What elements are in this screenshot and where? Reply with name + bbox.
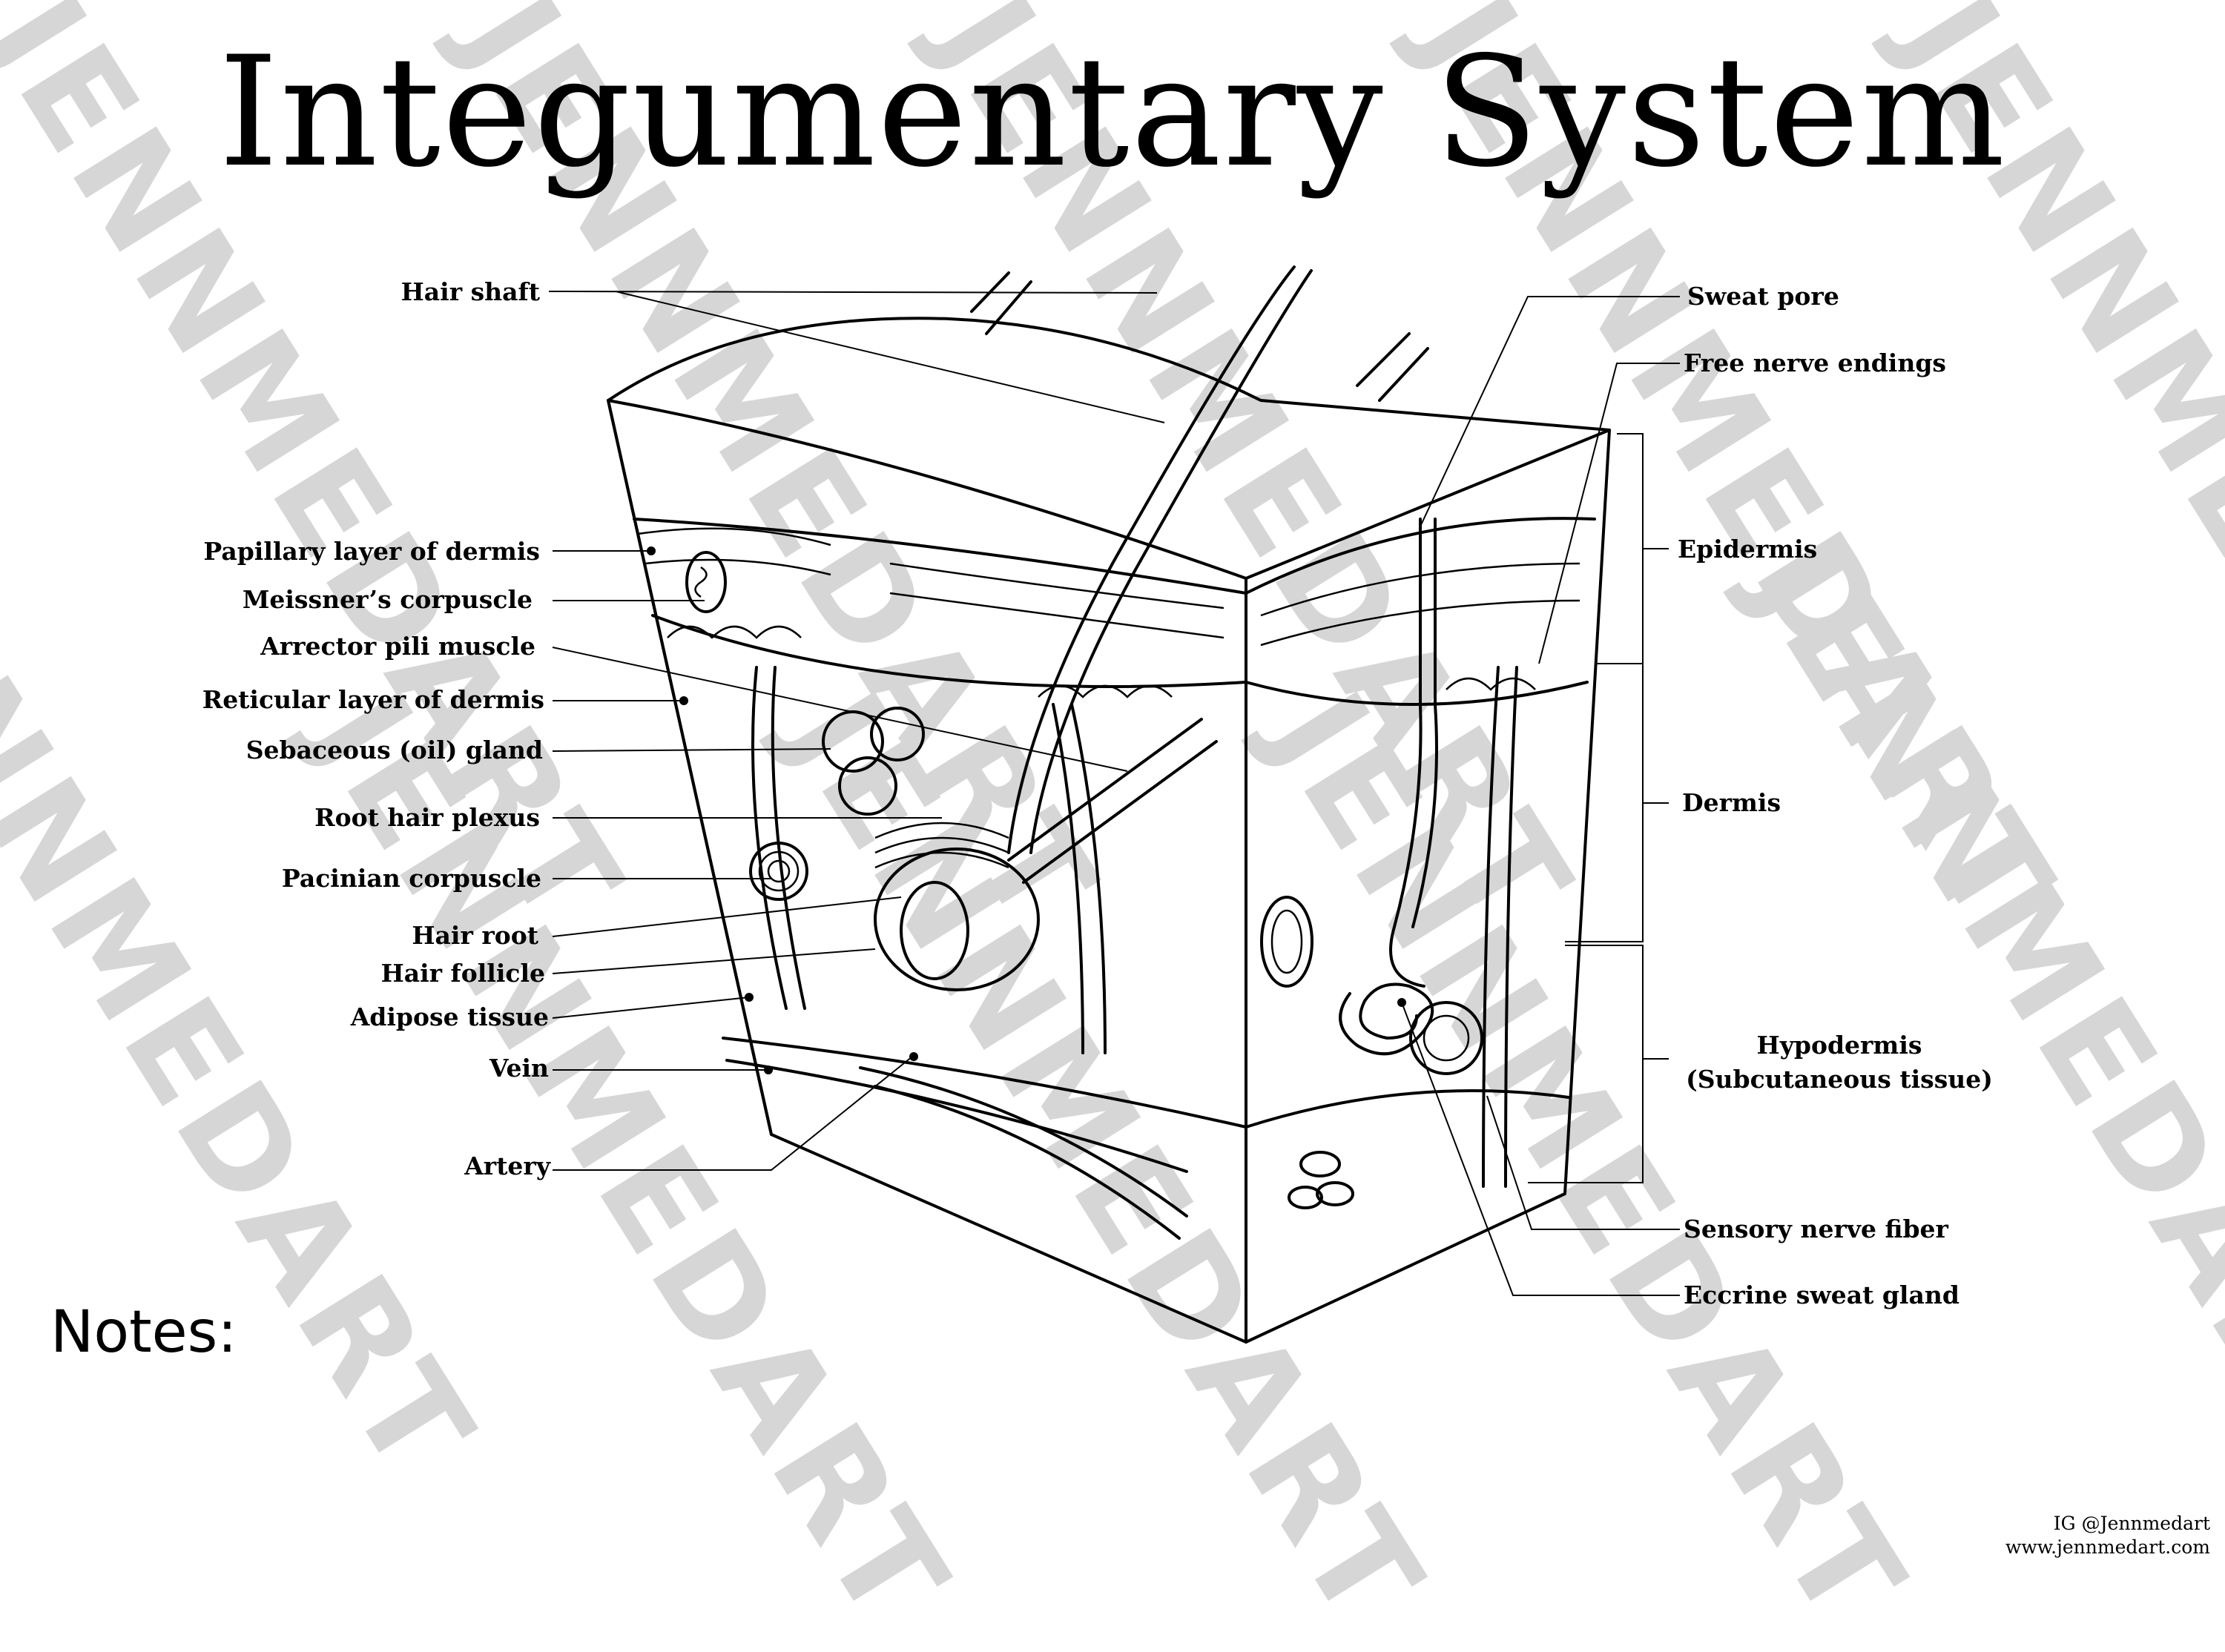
credit-website: www.jennmedart.com (2005, 1536, 2210, 1558)
leader-dots (647, 546, 1406, 1074)
label-sensory-nerve-fiber: Sensory nerve fiber (1684, 1215, 1948, 1243)
label-arrector-pili: Arrector pili muscle (260, 632, 535, 661)
label-root-hair-plexus: Root hair plexus (314, 803, 540, 832)
label-dermis: Dermis (1682, 788, 1781, 817)
label-free-nerve-endings: Free nerve endings (1684, 348, 1946, 377)
skin-block-outline (607, 317, 1611, 1344)
label-meissners-corpuscle: Meissner’s corpuscle (242, 585, 533, 614)
epidermis-cells (637, 527, 1580, 698)
label-adipose-tissue: Adipose tissue (350, 1002, 549, 1031)
corpuscles (685, 551, 1313, 988)
label-hair-root: Hair root (412, 921, 538, 950)
hair-follicle (874, 718, 1218, 991)
eccrine-sweat-gland (1339, 518, 1483, 1075)
label-pacinian-corpuscle: Pacinian corpuscle (281, 864, 541, 893)
notes-label: Notes: (50, 1299, 237, 1366)
label-hypodermis-title: Hypodermis (1756, 1031, 1922, 1060)
adipose-cells (1288, 1151, 1354, 1209)
nerves-and-vessels (725, 666, 1518, 1240)
label-papillary-layer: Papillary layer of dermis (203, 537, 540, 566)
page-title: Integumentary System (218, 24, 2007, 201)
skin-cross-section-diagram (548, 265, 1680, 1344)
label-sweat-pore: Sweat pore (1687, 282, 1839, 311)
label-hypodermis: Hypodermis (Subcutaneous tissue) (1669, 1028, 2010, 1097)
leader-lines (548, 291, 1680, 1296)
credit-instagram: IG @Jennmedart (2053, 1513, 2210, 1534)
label-epidermis: Epidermis (1678, 535, 1818, 564)
label-reticular-layer: Reticular layer of dermis (202, 685, 544, 714)
label-hypodermis-subtitle: (Subcutaneous tissue) (1686, 1065, 1993, 1094)
label-hair-follicle: Hair follicle (380, 959, 545, 988)
label-hair-shaft: Hair shaft (400, 277, 540, 306)
label-vein: Vein (489, 1054, 549, 1083)
label-sebaceous-gland: Sebaceous (oil) gland (245, 736, 543, 764)
label-eccrine-sweat-gland: Eccrine sweat gland (1684, 1281, 1959, 1309)
layer-brackets (1528, 433, 1669, 1183)
hair-shafts (970, 265, 1429, 854)
label-artery: Artery (464, 1152, 550, 1180)
